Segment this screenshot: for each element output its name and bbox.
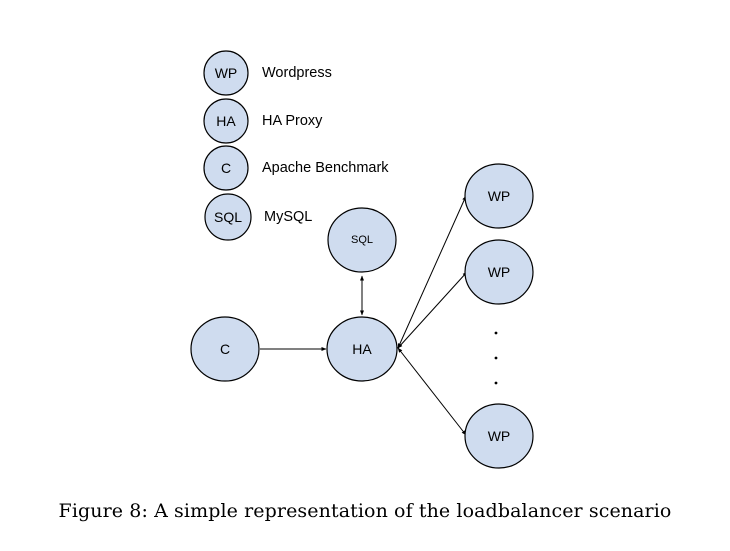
node-client: C xyxy=(190,316,260,382)
ellipsis-dot xyxy=(494,381,498,385)
legend-item-haproxy: HA HA Proxy xyxy=(203,98,323,144)
wp3-label: WP xyxy=(488,428,511,444)
legend: WP Wordpress HA HA Proxy C Apache Benchm… xyxy=(203,50,389,241)
wp2-circle xyxy=(464,239,534,305)
ellipsis-dot xyxy=(494,331,498,335)
mysql-label: SQL xyxy=(351,234,373,246)
wp1-circle xyxy=(464,163,534,229)
legend-sql-circle xyxy=(204,193,252,241)
legend-c-label: Apache Benchmark xyxy=(262,160,389,176)
node-wp3: WP xyxy=(464,403,534,469)
figure-caption: Figure 8: A simple representation of the… xyxy=(58,500,672,522)
legend-c-symbol: C xyxy=(221,160,231,176)
legend-sql-symbol: SQL xyxy=(214,209,242,225)
ellipsis-dots xyxy=(494,331,498,385)
node-wp1: WP xyxy=(464,163,534,229)
wp2-label: WP xyxy=(488,264,511,280)
node-haproxy: HA xyxy=(326,316,398,382)
edge-haproxy-wp3 xyxy=(397,347,467,436)
wp3-circle xyxy=(464,403,534,469)
wp1-label: WP xyxy=(488,188,511,204)
legend-item-wordpress: WP Wordpress xyxy=(203,50,332,96)
legend-wp-circle xyxy=(203,50,249,96)
ellipsis-dot xyxy=(494,356,498,360)
legend-c-circle xyxy=(203,145,249,191)
legend-wp-label: Wordpress xyxy=(262,65,332,81)
client-circle xyxy=(190,316,260,382)
edges xyxy=(260,195,468,436)
mysql-circle xyxy=(327,207,397,273)
legend-item-benchmark: C Apache Benchmark xyxy=(203,145,389,191)
node-wp2: WP xyxy=(464,239,534,305)
node-mysql: SQL xyxy=(327,207,397,273)
edge-haproxy-wp1 xyxy=(397,195,467,349)
edge-haproxy-wp2 xyxy=(397,271,468,349)
legend-sql-label: MySQL xyxy=(264,209,312,225)
legend-ha-label: HA Proxy xyxy=(262,113,323,129)
legend-ha-circle xyxy=(203,98,249,144)
legend-wp-symbol: WP xyxy=(215,65,238,81)
client-label: C xyxy=(220,341,230,357)
haproxy-label: HA xyxy=(352,341,372,357)
haproxy-circle xyxy=(326,316,398,382)
legend-ha-symbol: HA xyxy=(216,113,236,129)
legend-item-mysql: SQL MySQL xyxy=(204,193,312,241)
